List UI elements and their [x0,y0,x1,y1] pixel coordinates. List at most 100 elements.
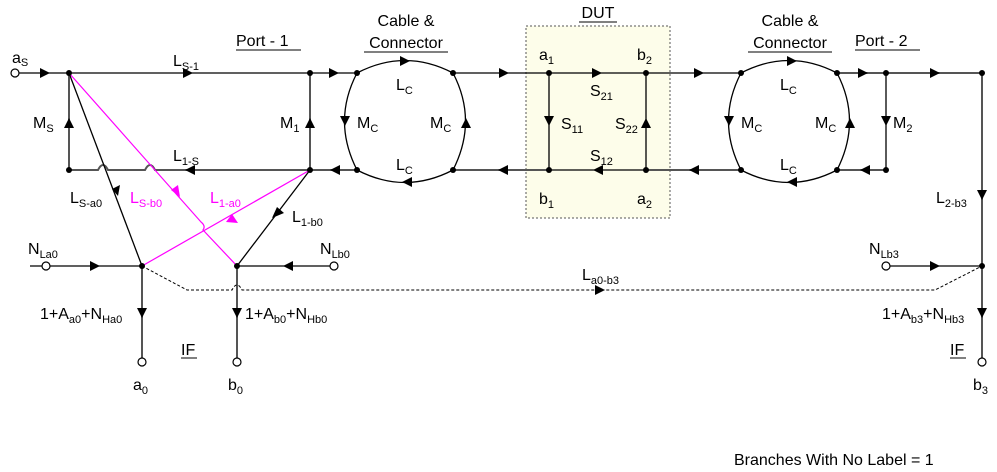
arrow-icon [183,68,193,78]
arrow-icon [641,118,651,128]
label-if-left: IF [181,342,195,359]
arrow-icon [461,118,471,128]
label-mc-right-1: MC [741,115,762,135]
label-mc-right-2: MC [815,115,836,135]
label-b0: b0 [228,377,243,397]
arrow-icon [544,116,554,126]
terminal-nla0 [41,261,51,271]
arrow-icon [930,68,940,78]
arrow-icon [171,185,180,197]
node [979,70,985,76]
terminal-nlb3 [881,261,891,271]
arrow-icon [90,261,100,271]
node [354,167,360,173]
label-mc-left-2: MC [430,115,451,135]
node [139,263,145,269]
nodes [66,70,985,269]
node [643,167,649,173]
label-lc-bottom-right: LC [780,157,797,177]
arrow-icon [232,308,242,318]
label-m2: M2 [893,115,912,135]
arrow-icon [593,165,603,175]
arrow-icon [694,68,704,78]
cable-left-header-1: Cable & [378,13,435,30]
cable-left-header-2: Connector [369,35,443,52]
node [546,167,552,173]
node [883,70,889,76]
label-m1: M1 [280,115,299,135]
label-gain-a0: 1+Aa0+NHa0 [40,306,122,326]
terminal-a0 [137,357,147,367]
node [450,70,456,76]
arrow-icon [226,214,238,223]
node [883,167,889,173]
arrow-icon [977,190,987,200]
arrow-icon [283,261,293,271]
label-lsa0: LS-a0 [70,190,102,210]
arrow-icon [499,68,509,78]
node [450,167,456,173]
node [643,70,649,76]
branch-lsb0 [68,72,238,267]
arrow-icon [498,165,508,175]
footnote: Branches With No Label = 1 [734,452,934,469]
arrow-icon [305,118,315,128]
arrows [40,56,987,318]
arrow-icon [185,165,195,175]
label-s21: S21 [590,83,613,103]
node [834,70,840,76]
label-l1b0: L1-b0 [292,209,323,229]
branch-l1b0 [236,169,311,267]
node [307,70,313,76]
arrow-icon [400,56,410,66]
arrow-icon [402,177,412,187]
label-l1s: L1-S [173,148,199,168]
node [546,70,552,76]
label-s22: S22 [615,116,638,136]
arrow-icon [592,68,602,78]
terminal-nlb0 [329,261,339,271]
label-la0b3: La0-b3 [582,267,619,287]
node [234,263,240,269]
label-ms: MS [33,115,54,135]
node [307,167,313,173]
label-s11: S11 [561,116,583,136]
label-if-right: IF [950,342,964,359]
label-gain-b0: 1+Ab0+NHb0 [245,306,327,326]
label-b3: b3 [973,377,988,397]
node [738,70,744,76]
arrow-icon [860,165,870,175]
arrow-icon [329,68,339,78]
label-lsb0: LS-b0 [130,190,162,210]
label-s12: S12 [590,148,613,168]
node [738,167,744,173]
label-b2: b2 [637,47,652,67]
arrow-icon [845,118,855,128]
label-nlb0: NLb0 [320,241,350,261]
arrow-icon [137,308,147,318]
label-nla0: NLa0 [28,241,58,261]
dut-header: DUT [582,5,615,22]
node [834,167,840,173]
terminal-as [10,68,20,78]
label-a0: a0 [133,377,148,397]
arrow-icon [881,116,891,126]
arrow-icon [595,285,605,295]
port1-header: Port - 1 [236,33,289,50]
branch-l1a0 [141,169,311,267]
label-l2b3: L2-b3 [936,190,967,210]
terminal-b0 [232,357,242,367]
arrow-icon [112,185,120,196]
port2-header: Port - 2 [855,33,908,50]
label-b1: b1 [539,191,554,211]
arrow-icon [689,165,699,175]
branch-la0b3 [141,265,983,291]
arrow-icon [64,118,74,128]
arrow-icon [330,165,340,175]
node [66,167,72,173]
label-as: aS [12,50,28,69]
branch-l1s [69,164,357,171]
cable-right-header-1: Cable & [762,13,819,30]
label-ls1: LS-1 [173,53,199,73]
